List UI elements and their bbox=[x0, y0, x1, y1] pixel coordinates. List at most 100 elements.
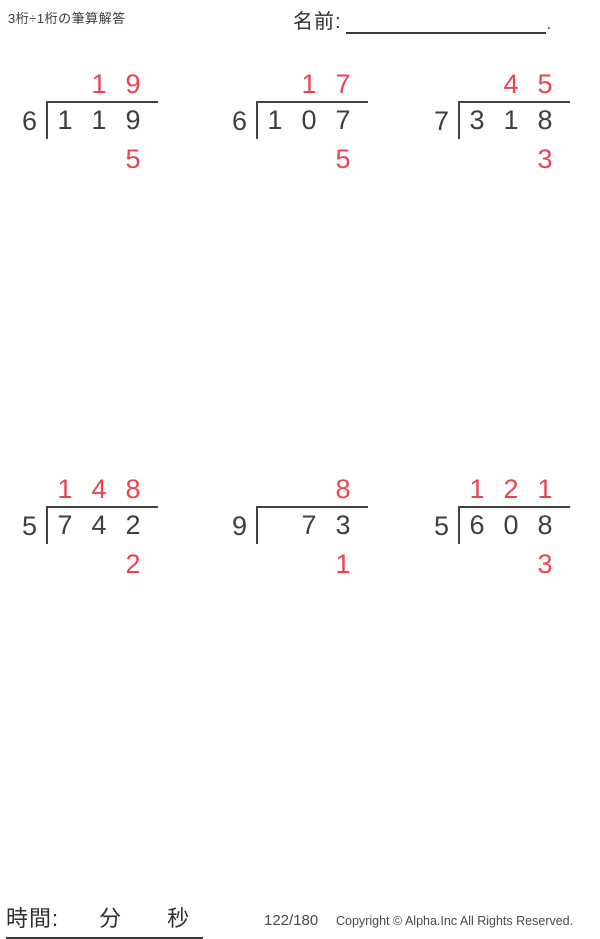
dividend-digit: 4 bbox=[91, 510, 107, 540]
quotient-row: 1 2 1 bbox=[460, 475, 590, 503]
name-blank-line bbox=[345, 10, 546, 34]
quotient-digit: 1 bbox=[469, 474, 485, 504]
remainder-digit bbox=[460, 145, 494, 173]
remainder-digit bbox=[48, 145, 82, 173]
remainder-digit: 5 bbox=[335, 144, 351, 174]
dividend-digit: 0 bbox=[301, 105, 317, 135]
remainder-row: 1 bbox=[258, 550, 388, 578]
quotient-digit bbox=[258, 70, 292, 98]
remainder-digit bbox=[82, 550, 116, 578]
division-bracket: 7 4 2 bbox=[46, 506, 158, 544]
division-bracket: 6 0 8 bbox=[458, 506, 570, 544]
remainder-digit: 2 bbox=[125, 549, 141, 579]
division-bracket: 1 1 9 bbox=[46, 101, 158, 139]
quotient-digit: 8 bbox=[335, 474, 351, 504]
dividend-digit: 1 bbox=[57, 105, 73, 135]
remainder-digit bbox=[258, 550, 292, 578]
dividend-digit: 8 bbox=[537, 105, 553, 135]
page-title: 3桁÷1桁の筆算解答 bbox=[8, 11, 126, 26]
quotient-digit bbox=[460, 70, 494, 98]
dividend-row: 9 7 3 bbox=[218, 506, 388, 544]
time-label: 時間: bbox=[6, 906, 60, 931]
remainder-digit bbox=[258, 145, 292, 173]
dividend-digit: 7 bbox=[57, 510, 73, 540]
dividend-row: 6 1 0 7 bbox=[218, 101, 388, 139]
remainder-row: 5 bbox=[48, 145, 178, 173]
dividend-digit: 1 bbox=[91, 105, 107, 135]
time-field: 時間: 分 秒 bbox=[6, 901, 204, 939]
remainder-digit bbox=[292, 145, 326, 173]
dividend-digit: 1 bbox=[503, 105, 519, 135]
division-problem-6: 1 2 1 5 6 0 8 3 bbox=[420, 475, 590, 578]
remainder-row: 3 bbox=[460, 550, 590, 578]
quotient-digit bbox=[292, 475, 326, 503]
remainder-digit bbox=[292, 550, 326, 578]
remainder-row: 3 bbox=[460, 145, 590, 173]
name-line-period: . bbox=[546, 16, 552, 33]
dividend-digit: 3 bbox=[335, 510, 351, 540]
dividend-digit: 0 bbox=[503, 510, 519, 540]
name-field: 名前: . bbox=[293, 5, 551, 34]
quotient-row: 1 4 8 bbox=[48, 475, 178, 503]
quotient-digit: 8 bbox=[125, 474, 141, 504]
remainder-row: 5 bbox=[258, 145, 388, 173]
quotient-digit bbox=[48, 70, 82, 98]
remainder-digit bbox=[82, 145, 116, 173]
copyright-text: Copyright © Alpha.Inc All Rights Reserve… bbox=[336, 914, 574, 928]
quotient-row: 1 7 bbox=[258, 70, 388, 98]
dividend-digit: 2 bbox=[125, 510, 141, 540]
division-problem-4: 1 4 8 5 7 4 2 2 bbox=[8, 475, 178, 578]
dividend-digit: 1 bbox=[267, 105, 283, 135]
dividend-digit bbox=[258, 508, 292, 544]
quotient-digit: 2 bbox=[503, 474, 519, 504]
divisor: 9 bbox=[231, 511, 247, 541]
remainder-digit: 3 bbox=[537, 549, 553, 579]
name-label: 名前: bbox=[293, 11, 342, 33]
remainder-digit bbox=[460, 550, 494, 578]
division-problem-5: 8 9 7 3 1 bbox=[218, 475, 388, 578]
quotient-digit: 1 bbox=[57, 474, 73, 504]
quotient-digit: 4 bbox=[503, 69, 519, 99]
division-problem-3: 4 5 7 3 1 8 3 bbox=[420, 70, 590, 173]
quotient-row: 4 5 bbox=[460, 70, 590, 98]
quotient-digit: 5 bbox=[537, 69, 553, 99]
dividend-digit: 9 bbox=[125, 105, 141, 135]
dividend-digit: 7 bbox=[335, 105, 351, 135]
page-number: 122/180 bbox=[264, 912, 319, 929]
remainder-digit bbox=[494, 550, 528, 578]
quotient-row: 1 9 bbox=[48, 70, 178, 98]
seconds-label: 秒 bbox=[167, 906, 190, 931]
dividend-digit: 8 bbox=[537, 510, 553, 540]
quotient-digit bbox=[258, 475, 292, 503]
remainder-digit: 5 bbox=[125, 144, 141, 174]
remainder-digit bbox=[494, 145, 528, 173]
quotient-digit: 4 bbox=[91, 474, 107, 504]
dividend-row: 6 1 1 9 bbox=[8, 101, 178, 139]
dividend-digit: 6 bbox=[469, 510, 485, 540]
dividend-row: 7 3 1 8 bbox=[420, 101, 590, 139]
quotient-digit: 9 bbox=[125, 69, 141, 99]
remainder-row: 2 bbox=[48, 550, 178, 578]
quotient-digit: 7 bbox=[335, 69, 351, 99]
quotient-digit: 1 bbox=[91, 69, 107, 99]
dividend-digit: 3 bbox=[469, 105, 485, 135]
dividend-row: 5 6 0 8 bbox=[420, 506, 590, 544]
remainder-digit: 1 bbox=[335, 549, 351, 579]
divisor: 7 bbox=[433, 106, 449, 136]
division-bracket: 1 0 7 bbox=[256, 101, 368, 139]
division-problem-1: 1 9 6 1 1 9 5 bbox=[8, 70, 178, 173]
divisor: 6 bbox=[231, 106, 247, 136]
divisor: 6 bbox=[21, 106, 37, 136]
quotient-row: 8 bbox=[258, 475, 388, 503]
division-bracket: 3 1 8 bbox=[458, 101, 570, 139]
minutes-label: 分 bbox=[99, 906, 122, 931]
dividend-digit: 7 bbox=[301, 510, 317, 540]
division-problem-2: 1 7 6 1 0 7 5 bbox=[218, 70, 388, 173]
divisor: 5 bbox=[21, 511, 37, 541]
remainder-digit: 3 bbox=[537, 144, 553, 174]
divisor: 5 bbox=[433, 511, 449, 541]
quotient-digit: 1 bbox=[301, 69, 317, 99]
quotient-digit: 1 bbox=[537, 474, 553, 504]
dividend-row: 5 7 4 2 bbox=[8, 506, 178, 544]
division-bracket: 7 3 bbox=[256, 506, 368, 544]
